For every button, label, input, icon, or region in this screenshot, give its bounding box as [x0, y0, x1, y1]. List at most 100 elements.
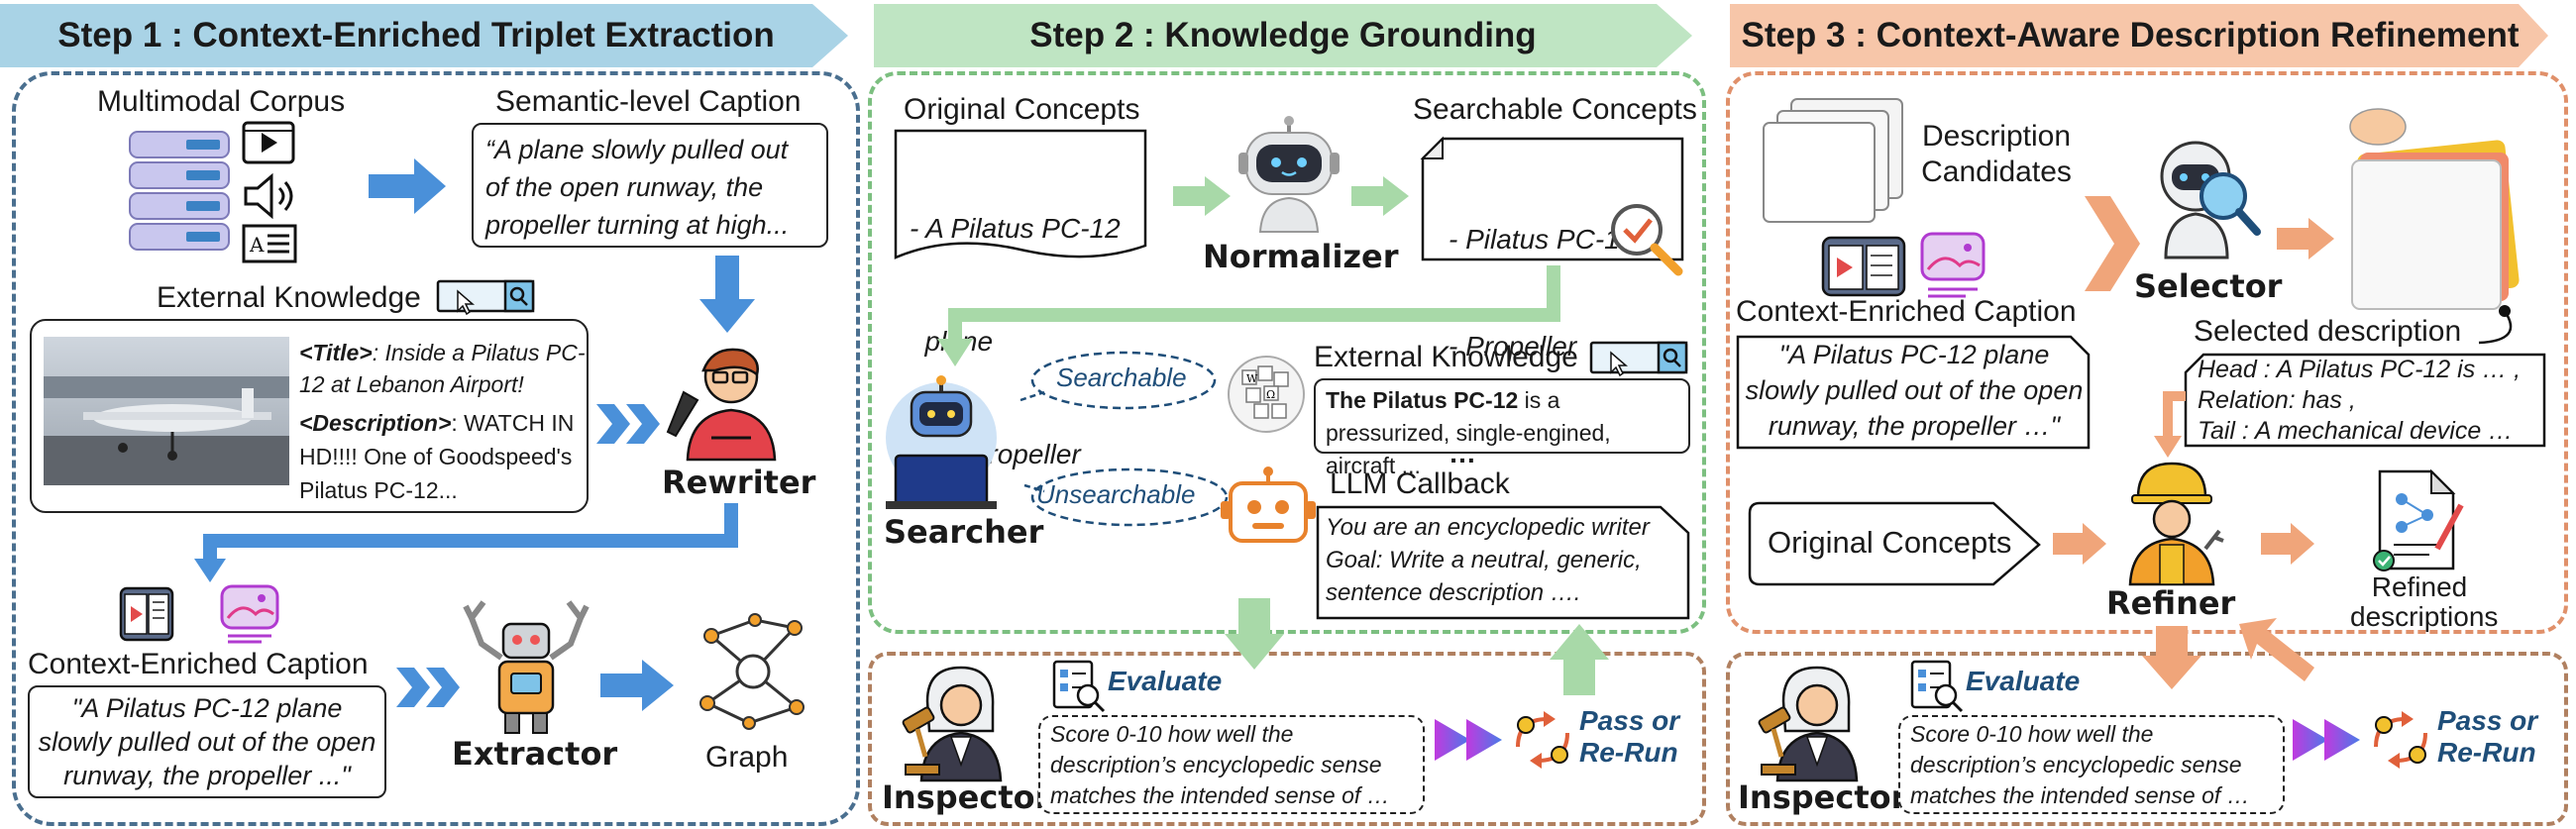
step2-title: Step 2 : Knowledge Grounding	[1029, 16, 1537, 54]
candidates-label: Description Candidates	[1921, 120, 2072, 188]
refiner-label: Refiner	[2106, 584, 2236, 622]
external-knowledge-label: External Knowledge	[157, 281, 421, 314]
context-caption-box: "A Pilatus PC-12 plane slowly pulled out…	[28, 685, 386, 798]
triplet-head: Head : A Pilatus PC-12 is … ,	[2198, 356, 2522, 383]
s2-play-arrows	[1435, 719, 1502, 761]
s3-rerun-icon	[2374, 711, 2427, 769]
graph-label: Graph	[705, 741, 789, 774]
searchable-concepts-label: Searchable Concepts	[1413, 93, 1697, 126]
airplane-photo	[44, 337, 289, 485]
arrow-down-to-inspect	[1225, 598, 1284, 670]
svg-text:W: W	[1246, 372, 1258, 385]
ek-title-tag: <Title>	[299, 340, 373, 365]
corpus-label: Multimodal Corpus	[97, 85, 346, 118]
graph-icon	[699, 613, 805, 730]
s2-external-knowledge-label: External Knowledge	[1314, 341, 1578, 373]
searcher-icon	[886, 375, 997, 509]
semantic-caption-text: “A plane slowly pulled out of the open r…	[485, 135, 790, 240]
arrow-triplet-to-refiner	[2154, 391, 2186, 458]
arrow-selector-to-selected	[2277, 218, 2334, 259]
s2-rerun-icon	[1516, 711, 1569, 769]
s2-inspector-icon	[902, 666, 1003, 782]
video-icon	[242, 121, 295, 164]
s2-pass-label: Pass or Re-Run	[1579, 705, 1680, 768]
arrow-concepts-to-normalizer	[1173, 176, 1231, 216]
step3-banner-shape	[1730, 4, 2548, 67]
candidates-stack-icon	[1763, 98, 1903, 223]
s3-inspector-label: Inspector	[1738, 778, 1907, 816]
double-chevron-2	[396, 668, 460, 707]
step2-panel	[868, 71, 1706, 634]
arrow-refiner-to-refined	[2261, 523, 2314, 565]
semantic-caption-box: “A plane slowly pulled out of the open r…	[472, 123, 828, 248]
llm-callback-label: LLM Callback	[1330, 467, 1510, 500]
extractor-icon	[463, 600, 590, 734]
s3-score-text: Score 0-10 how well the description’s en…	[1910, 721, 2250, 808]
svg-text:A: A	[249, 233, 265, 257]
ek-title-line: <Title>: Inside a Pilatus PC-12 at Leban…	[299, 337, 587, 400]
unsearchable-tag: Unsearchable	[1036, 479, 1196, 509]
original-concepts-label: Original Concepts	[904, 93, 1140, 126]
extractor-label: Extractor	[452, 735, 618, 773]
unsearchable-tag-shape	[1023, 467, 1229, 527]
s3-inspector-icon	[1758, 666, 1859, 782]
searcher-label: Searcher	[884, 513, 1044, 551]
original-concepts-list: - A Pilatus PC-12 plane - the propeller	[910, 135, 1121, 511]
arrow-normalizer-to-searchable	[1351, 176, 1409, 216]
arrow-caption-to-rewriter	[699, 256, 755, 333]
caption-book-icon	[119, 586, 174, 642]
step2-inspect-panel	[868, 652, 1706, 826]
context-caption-label: Context-Enriched Caption	[28, 648, 369, 680]
double-chevron-1	[596, 404, 660, 444]
arrow-searchable-to-searcher	[937, 265, 1560, 366]
ek-desc-text: : WATCH IN HD!!!! One of Goodspeed's Pil…	[299, 410, 575, 503]
triplet-text: Head : A Pilatus PC-12 is … , Relation: …	[2198, 355, 2521, 447]
server-icon	[129, 131, 230, 251]
s2-inspector-label: Inspector	[882, 778, 1051, 816]
selector-icon	[2160, 141, 2261, 259]
s2-external-knowledge-box: The Pilatus PC-12 is a pressurized, sing…	[1314, 378, 1690, 478]
llm-robot-icon	[1221, 466, 1316, 543]
original-concept-1: - A Pilatus PC-12	[910, 213, 1121, 244]
s3-caption-picture-icon	[1920, 232, 1986, 298]
s3-score-box: Score 0-10 how well the description’s en…	[1898, 715, 2285, 814]
arrow-inspect-to-refiner	[2239, 618, 2314, 681]
s3-pass-label: Pass or Re-Run	[2437, 705, 2538, 768]
step1-title: Step 1 : Context-Enriched Triplet Extrac…	[57, 16, 775, 54]
s3-context-caption-box	[1736, 335, 2091, 450]
arrow-concepts-to-refiner	[2053, 523, 2106, 565]
s3-caption-book-icon	[1821, 236, 1906, 297]
s3-evaluate-label: Evaluate	[1966, 666, 2081, 696]
arrow-rewriter-to-context	[194, 503, 738, 582]
s2-evaluate-icon	[1052, 660, 1106, 713]
s2-ek-text: is a pressurized, single-engined, aircra…	[1326, 387, 1611, 478]
big-chevron	[2085, 196, 2140, 291]
triplet-tail: Tail : A mechanical device …	[2198, 417, 2514, 445]
llm-callback-box	[1316, 505, 1690, 620]
step1-banner-shape	[0, 4, 848, 67]
magnifier-check-icon	[1611, 204, 1683, 276]
searchable-tag: Searchable	[1056, 363, 1187, 392]
search-bar-icon	[436, 279, 535, 316]
original-concepts-box	[894, 129, 1147, 259]
arrow-refiner-to-inspect	[2142, 626, 2201, 689]
rewriter-label: Rewriter	[662, 464, 816, 501]
s3-play-arrows	[2293, 719, 2360, 761]
selector-label: Selector	[2134, 267, 2283, 305]
s2-score-box: Score 0-10 how well the description’s en…	[1038, 715, 1425, 814]
audio-icon	[244, 172, 293, 220]
refined-doc-icon	[2373, 468, 2464, 571]
s3-context-caption-text: "A Pilatus PC-12 plane slowly pulled out…	[1745, 340, 2084, 441]
s2-ek-bold: The Pilatus PC-12	[1326, 387, 1519, 413]
arrow-up-from-inspect	[1550, 624, 1609, 695]
svg-text:Ω: Ω	[1266, 388, 1275, 401]
selected-label: Selected description	[2194, 315, 2462, 348]
ek-desc-tag: <Description>	[299, 410, 452, 436]
step3-inspect-panel	[1726, 652, 2568, 826]
triplet-relation: Relation: has ,	[2198, 386, 2356, 414]
s2-score-text: Score 0-10 how well the description’s en…	[1050, 721, 1390, 808]
rewriter-icon	[666, 348, 777, 462]
s3-original-concepts-box	[1748, 501, 2041, 586]
selected-cards-icon	[2349, 108, 2520, 345]
llm-callback-text: You are an encyclopedic writer Goal: Wri…	[1326, 514, 1650, 606]
